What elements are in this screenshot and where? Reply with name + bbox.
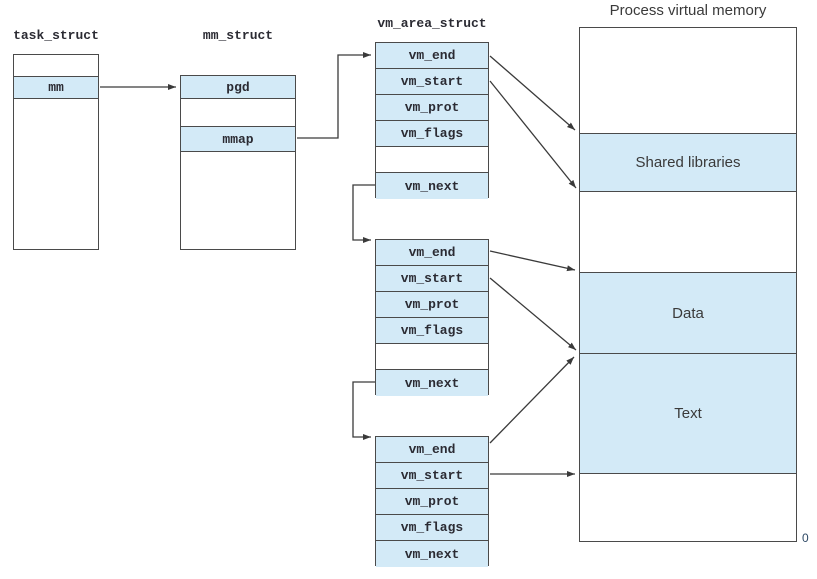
field-pgd: pgd: [181, 76, 295, 99]
mm-struct-empty-row: [181, 99, 295, 126]
task-struct-label: task_struct: [13, 28, 99, 43]
field-vm-end: vm_end: [376, 240, 488, 266]
process-virtual-memory-title: Process virtual memory: [609, 2, 767, 19]
arrow-mmap-to-vma1: [297, 52, 371, 139]
field-vm-prot: vm_prot: [376, 95, 488, 121]
field-vm-prot: vm_prot: [376, 292, 488, 318]
memory-region-unused: [580, 192, 796, 273]
memory-region-text: Text: [580, 354, 796, 474]
field-vm-next: vm_next: [376, 541, 488, 567]
field-vm-next: vm_next: [376, 173, 488, 199]
vm-area-empty-row: [376, 147, 488, 173]
arrow-vma2-start-to-data-bottom: [489, 277, 577, 351]
task-struct-box: mm: [13, 54, 99, 250]
field-vm-flags: vm_flags: [376, 515, 488, 541]
arrow-vma1-end-to-sharedlibs-top: [489, 55, 576, 131]
memory-region-unused: [580, 28, 796, 134]
task-struct-empty-row: [14, 55, 98, 76]
arrow-vma1-start-to-sharedlibs-bottom: [489, 80, 577, 189]
field-vm-next: vm_next: [376, 370, 488, 396]
field-vm-start: vm_start: [376, 266, 488, 292]
memory-region-shared-libraries: Shared libraries: [580, 134, 796, 192]
field-vm-flags: vm_flags: [376, 121, 488, 147]
process-virtual-memory-box: Shared libraries Data Text: [579, 27, 797, 542]
field-vm-end: vm_end: [376, 437, 488, 463]
vm-area-struct-block-2: vm_end vm_start vm_prot vm_flags vm_next: [375, 239, 489, 396]
arrow-vma2-end-to-data-top: [489, 250, 576, 272]
field-mm: mm: [14, 76, 98, 99]
arrow-vma1-next-to-vma2: [352, 184, 375, 243]
field-vm-prot: vm_prot: [376, 489, 488, 515]
memory-region-data: Data: [580, 273, 796, 354]
vm-area-struct-block-3: vm_end vm_start vm_prot vm_flags vm_next: [375, 436, 489, 567]
vm-area-struct-block-1: vm_end vm_start vm_prot vm_flags vm_next: [375, 42, 489, 199]
address-zero-label: 0: [802, 531, 809, 545]
field-mmap: mmap: [181, 126, 295, 152]
task-struct-empty-row: [14, 99, 98, 249]
vm-area-struct-label: vm_area_struct: [377, 16, 487, 31]
field-vm-flags: vm_flags: [376, 318, 488, 344]
arrow-vma2-next-to-vma3: [352, 381, 375, 440]
field-vm-end: vm_end: [376, 43, 488, 69]
memory-region-unused: [580, 474, 796, 541]
arrow-vma3-end-to-text-top: [489, 356, 575, 444]
vm-area-empty-row: [376, 344, 488, 370]
mm-struct-empty-row: [181, 152, 295, 249]
field-vm-start: vm_start: [376, 463, 488, 489]
field-vm-start: vm_start: [376, 69, 488, 95]
mm-struct-label: mm_struct: [202, 28, 274, 43]
mm-struct-box: pgd mmap: [180, 75, 296, 250]
